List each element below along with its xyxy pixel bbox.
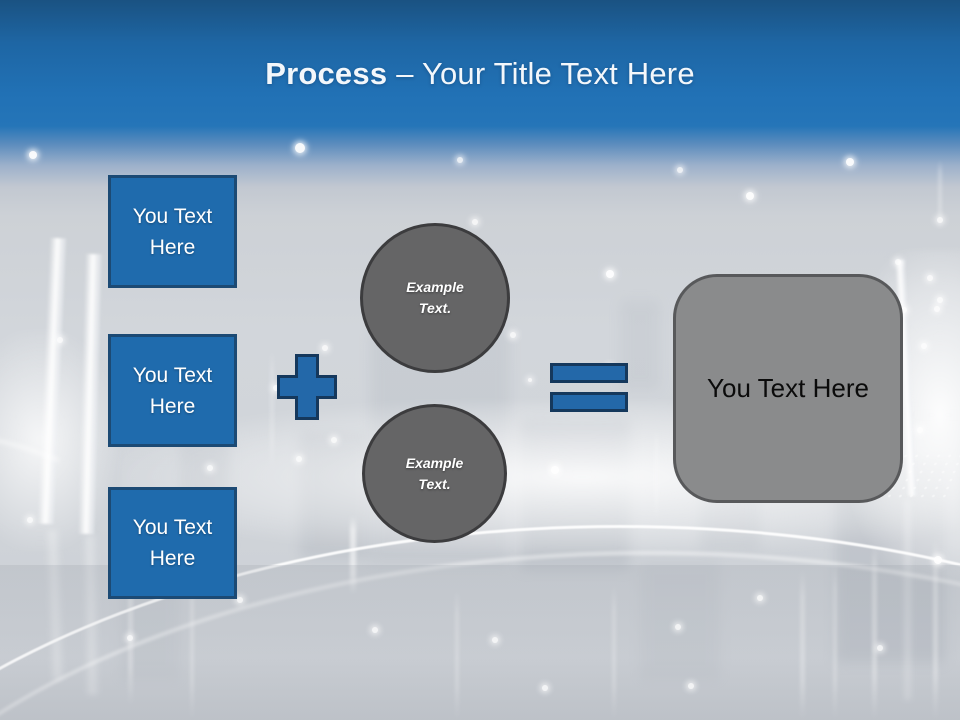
pillar-reflection	[903, 500, 912, 700]
pillar-reflection	[45, 529, 65, 681]
equals-bar-bottom	[550, 392, 628, 412]
input-box-2: You Text Here	[108, 334, 237, 447]
result-box: You Text Here	[673, 274, 903, 503]
result-box-label: You Text Here	[707, 373, 869, 403]
equals-bar-top	[550, 363, 628, 383]
left-pillar-2	[78, 253, 102, 535]
input-box-2-label: You Text Here	[132, 363, 213, 418]
slide-title: Process– Your Title Text Here	[0, 54, 960, 94]
left-pillar-1	[37, 237, 67, 525]
equals-icon	[550, 363, 628, 412]
plus-icon	[277, 354, 337, 420]
title-keyword: Process	[265, 56, 388, 91]
example-circle-2: Example Text.	[362, 404, 507, 543]
example-circle-2-label: Example Text.	[405, 454, 464, 492]
input-box-3: You Text Here	[108, 487, 237, 599]
title-subtitle: – Your Title Text Here	[396, 56, 695, 91]
input-box-3-label: You Text Here	[132, 516, 213, 570]
input-box-1-label: You Text Here	[132, 204, 213, 259]
example-circle-1-label: Example Text.	[406, 279, 464, 316]
input-box-1: You Text Here	[108, 175, 237, 288]
left-light-glow	[0, 330, 120, 550]
example-circle-1: Example Text.	[360, 223, 510, 373]
pillar-reflection	[82, 534, 100, 696]
